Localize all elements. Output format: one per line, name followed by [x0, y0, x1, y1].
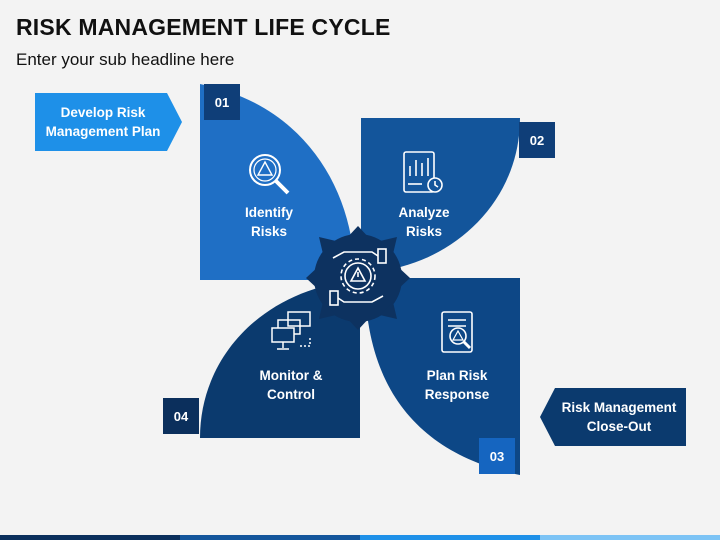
center-hub: [306, 226, 410, 330]
end-callout-line1: Risk Management: [561, 400, 677, 415]
start-callout-line1: Develop Risk: [60, 105, 146, 120]
step-02-number: 02: [529, 132, 545, 148]
footer-strip: [0, 535, 720, 540]
step-02-label: Analyze Risks: [379, 203, 469, 241]
step-03-number-box: [479, 438, 515, 474]
step-02-petal: [361, 118, 520, 272]
step-04-label: Monitor & Control: [241, 366, 341, 404]
step-01-number-box: [204, 84, 240, 120]
step-04-label-line2: Control: [267, 387, 315, 402]
step-03-petal: [365, 278, 520, 475]
end-callout-arrow: [540, 388, 686, 446]
footer-segment-4: [540, 535, 720, 540]
end-callout-line2: Close-Out: [586, 419, 652, 434]
footer-segment-1: [0, 535, 180, 540]
magnifier-warning-icon: [249, 154, 290, 195]
step-04-number: 04: [173, 408, 189, 424]
hands-gear-warning-icon: [329, 248, 387, 306]
start-callout-label: Develop Risk Management Plan: [38, 103, 168, 141]
page-title: RISK MANAGEMENT LIFE CYCLE: [16, 14, 391, 40]
step-04-number-box: [163, 398, 199, 434]
step-01-number: 01: [214, 94, 230, 110]
step-03-label-line2: Response: [424, 387, 490, 402]
step-01-label: Identify Risks: [224, 203, 314, 241]
step-04-petal: [200, 280, 360, 438]
footer-segment-2: [180, 535, 360, 540]
report-chart-icon: [403, 151, 443, 193]
step-02-label-line1: Analyze: [398, 205, 450, 220]
step-01-label-line2: Risks: [250, 224, 288, 239]
monitors-network-icon: [271, 311, 311, 350]
step-01-label-line1: Identify: [244, 205, 293, 220]
step-03-label: Plan Risk Response: [407, 366, 507, 404]
start-callout-line2: Management Plan: [45, 124, 161, 139]
step-02-number-box: [519, 122, 555, 158]
step-02-label-line2: Risks: [405, 224, 443, 239]
start-callout-arrow: [35, 93, 182, 151]
document-warning-icon: [441, 311, 473, 353]
page-subtitle: Enter your sub headline here: [16, 50, 235, 69]
step-03-label-line1: Plan Risk: [426, 368, 488, 383]
end-callout-label: Risk Management Close-Out: [552, 398, 686, 436]
step-04-label-line1: Monitor &: [259, 368, 323, 383]
footer-segment-3: [360, 535, 540, 540]
step-03-number: 03: [489, 448, 505, 464]
